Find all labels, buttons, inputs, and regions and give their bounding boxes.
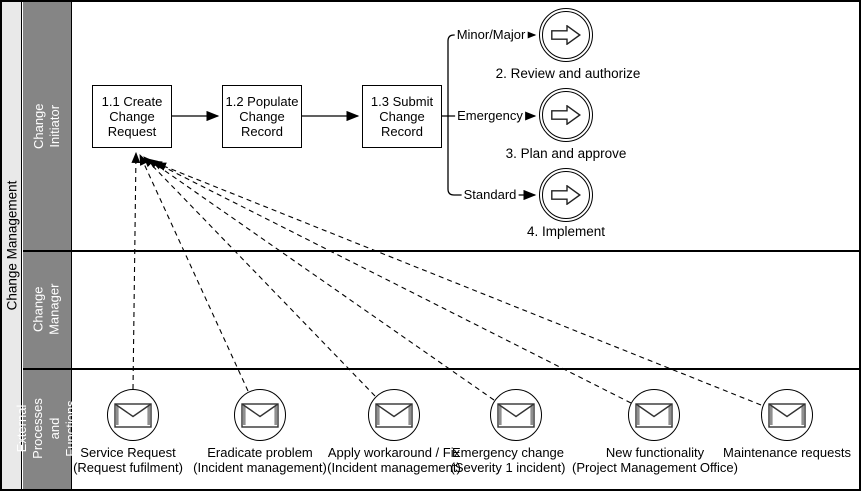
branch-condition-minor-major: Minor/Major [454, 27, 528, 43]
dashed-flow-maintenance-requests [154, 162, 762, 406]
lane-divider [22, 368, 859, 370]
dashed-flow-emergency-change [147, 158, 495, 401]
branch-condition-standard: Standard [461, 187, 519, 203]
trigger-apply-workaround[interactable] [368, 389, 420, 441]
task-populate-change-record[interactable]: 1.2 Populate Change Record [222, 85, 302, 148]
envelope-icon [497, 402, 535, 428]
dashed-flow-apply-workaround [143, 156, 376, 397]
task-create-change-request[interactable]: 1.1 Create Change Request [92, 85, 172, 148]
trigger-eradicate-problem[interactable] [234, 389, 286, 441]
task-label: 1.3 Submit Change Record [370, 93, 434, 140]
envelope-icon [375, 402, 413, 428]
trigger-subtitle: (Severity 1 incident) [450, 460, 566, 476]
lane-header-change-manager: Change Manager [22, 250, 72, 368]
trigger-label-maintenance-requests: Maintenance requests [723, 445, 851, 460]
trigger-title: Maintenance requests [723, 445, 851, 460]
event-label-implement: 4. Implement [526, 224, 606, 239]
dashed-flow-eradicate-problem [139, 153, 249, 392]
event-inner-ring [542, 11, 590, 59]
event-plan-and-approve[interactable] [539, 88, 593, 142]
trigger-label-service-request: Service Request (Request fufilment) [73, 445, 183, 476]
event-review-and-authorize[interactable] [539, 8, 593, 62]
trigger-subtitle: (Incident management) [327, 460, 461, 476]
trigger-service-request[interactable] [107, 389, 159, 441]
branch-condition-emergency: Emergency [455, 108, 525, 124]
arrow-right-icon [551, 185, 581, 205]
trigger-maintenance-requests[interactable] [761, 389, 813, 441]
event-label-plan-and-approve: 3. Plan and approve [505, 146, 627, 161]
trigger-title: Service Request [80, 445, 176, 460]
event-label-review-and-authorize: 2. Review and authorize [495, 66, 641, 81]
envelope-icon [635, 402, 673, 428]
task-label: 1.2 Populate Change Record [225, 93, 299, 140]
dashed-flow-service-request [131, 151, 141, 390]
trigger-subtitle: (Request fufilment) [73, 460, 183, 476]
trigger-label-apply-workaround: Apply workaround / Fix (Incident managem… [327, 445, 461, 476]
lane-header-change-initiator: Change Initiator [22, 2, 72, 250]
branch-minor-major-line [447, 29, 537, 116]
event-implement[interactable] [539, 168, 593, 222]
trigger-title: New functionality [605, 445, 705, 460]
task-submit-change-record[interactable]: 1.3 Submit Change Record [362, 85, 442, 148]
envelope-icon [241, 402, 279, 428]
arrow-right-icon [551, 25, 581, 45]
task-label: 1.1 Create Change Request [101, 93, 163, 140]
trigger-label-emergency-change: Emergency change (Severity 1 incident) [451, 445, 566, 476]
trigger-subtitle: (Incident management) [193, 460, 327, 476]
event-inner-ring [542, 171, 590, 219]
envelope-icon [114, 402, 152, 428]
lane-header-external-processes: External Processes and Functions [14, 368, 78, 489]
trigger-emergency-change[interactable] [490, 389, 542, 441]
trigger-title: Emergency change [451, 445, 565, 460]
trigger-title: Eradicate problem [207, 445, 313, 460]
trigger-title: Apply workaround / Fix [327, 445, 461, 460]
lane-divider [22, 250, 859, 252]
envelope-icon [768, 402, 806, 428]
arrow-right-icon [551, 105, 581, 125]
event-inner-ring [542, 91, 590, 139]
branch-standard-line [447, 116, 537, 201]
trigger-new-functionality[interactable] [628, 389, 680, 441]
trigger-subtitle: (Project Management Office) [572, 460, 738, 476]
trigger-label-eradicate-problem: Eradicate problem (Incident management) [193, 445, 327, 476]
pool-label-band: Change Management [2, 2, 22, 489]
trigger-label-new-functionality: New functionality (Project Management Of… [572, 445, 738, 476]
